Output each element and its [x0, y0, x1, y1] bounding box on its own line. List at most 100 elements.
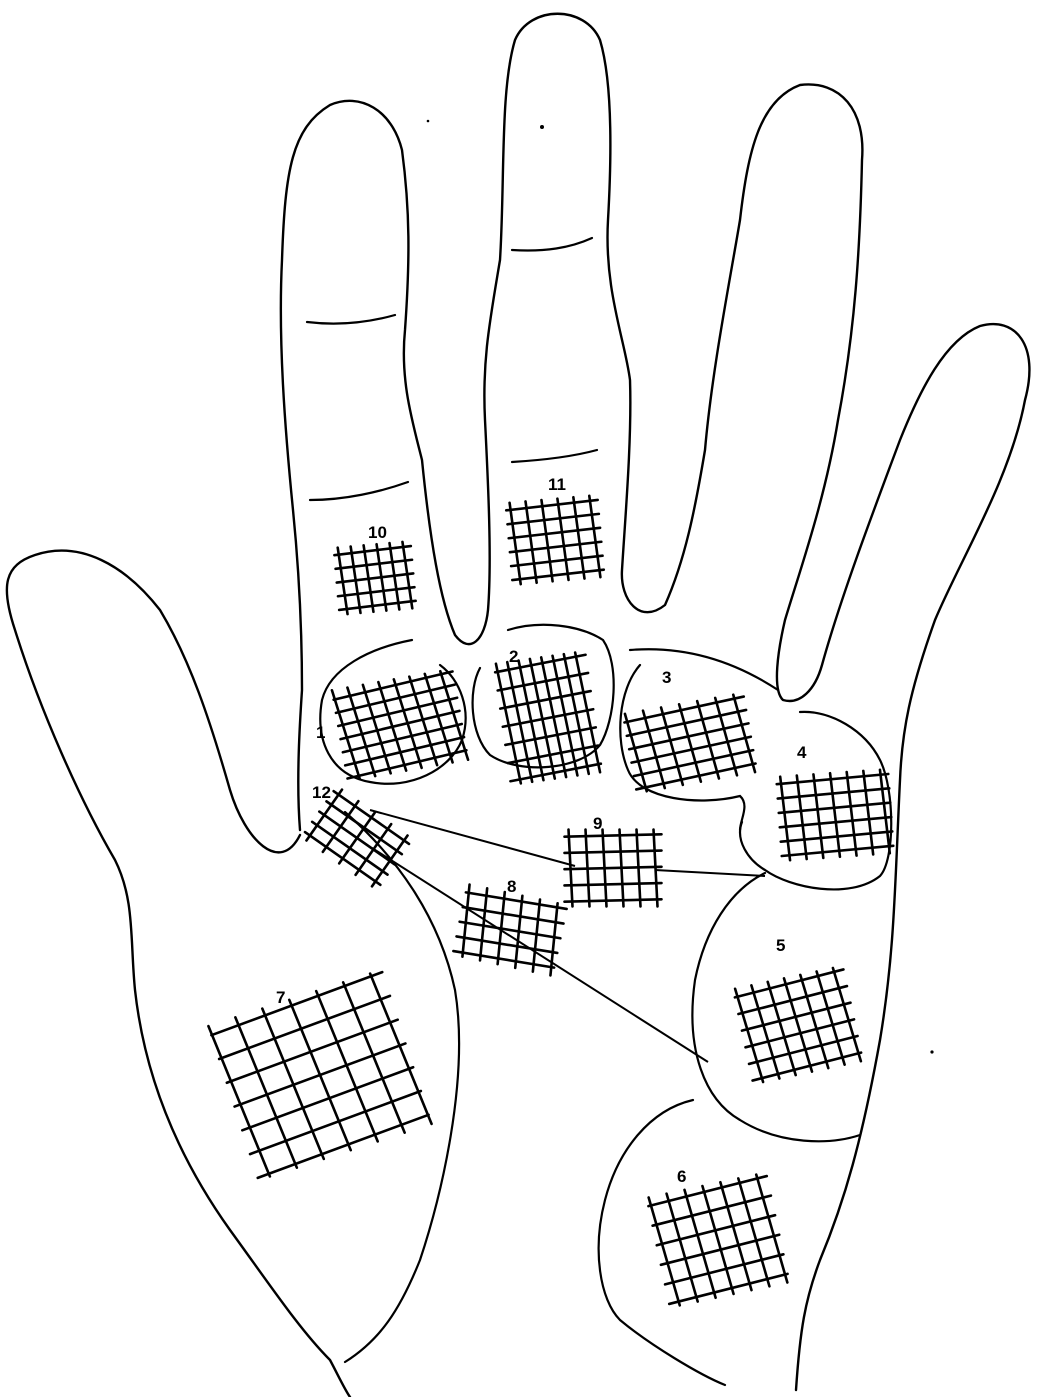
- hatch-7-horizontal-stroke: [256, 1115, 431, 1178]
- hatch-10-horizontal-stroke: [334, 546, 411, 555]
- hatch-11-horizontal-stroke: [511, 556, 603, 566]
- hatch-10-horizontal-stroke: [335, 560, 412, 569]
- label-3: 3: [662, 668, 671, 687]
- hatch-11-horizontal-stroke: [510, 542, 602, 552]
- thumb-outline: [7, 551, 350, 1397]
- hatch-6-vertical-stroke: [667, 1192, 698, 1303]
- label-10: 10: [368, 523, 387, 542]
- hatch-11-vertical-stroke: [589, 495, 600, 577]
- hatch-3-vertical-stroke: [697, 700, 719, 780]
- hatch-10-horizontal-stroke: [337, 573, 414, 582]
- hatch-3-vertical-stroke: [679, 703, 701, 783]
- hatch-11-vertical-stroke: [526, 501, 537, 583]
- label-8: 8: [507, 877, 516, 896]
- label-12: 12: [312, 783, 331, 802]
- hatch-6-vertical-stroke: [720, 1181, 751, 1292]
- hatch-3-vertical-stroke: [733, 693, 755, 773]
- hatch-5-vertical-stroke: [817, 970, 845, 1067]
- hatch-5-vertical-stroke: [833, 966, 861, 1063]
- label-7: 7: [276, 988, 285, 1007]
- hatch-9-horizontal-stroke: [565, 867, 662, 869]
- hatch-region-11: [506, 495, 605, 585]
- hatch-12-horizontal-stroke: [305, 832, 380, 885]
- hatch-region-4: [776, 769, 894, 861]
- hatch-7-horizontal-stroke: [225, 1020, 400, 1083]
- hatch-5-vertical-stroke: [735, 987, 763, 1084]
- hatch-3-vertical-stroke: [715, 697, 737, 777]
- hatch-10-horizontal-stroke: [339, 601, 416, 610]
- hand-outline: [281, 14, 1030, 1390]
- hatch-2-horizontal-stroke: [502, 709, 594, 727]
- hatch-6-vertical-stroke: [702, 1184, 733, 1295]
- hatch-7-horizontal-stroke: [240, 1067, 415, 1130]
- hatch-region-3: [623, 693, 757, 793]
- hatch-6-vertical-stroke: [756, 1173, 787, 1284]
- label-6: 6: [677, 1167, 686, 1186]
- label-5: 5: [776, 936, 785, 955]
- hatch-3-vertical-stroke: [661, 706, 683, 786]
- hatch-7-vertical-stroke: [208, 1022, 269, 1180]
- hatch-11-vertical-stroke: [541, 500, 552, 582]
- hatch-4-vertical-stroke: [813, 774, 823, 858]
- hatch-11-horizontal-stroke: [512, 570, 604, 580]
- index-crease-upper: [307, 315, 395, 324]
- hatch-7-horizontal-stroke: [248, 1091, 423, 1154]
- hatch-5-vertical-stroke: [800, 973, 828, 1070]
- hatch-region-10: [334, 541, 417, 614]
- hatch-4-vertical-stroke: [830, 773, 840, 857]
- hatch-9-horizontal-stroke: [565, 851, 662, 853]
- hatch-4-vertical-stroke: [780, 776, 790, 860]
- hatch-11-vertical-stroke: [573, 497, 584, 579]
- hatch-4-vertical-stroke: [863, 771, 873, 855]
- middle-crease-lower: [512, 450, 597, 462]
- hatch-11-horizontal-stroke: [508, 528, 600, 538]
- hatch-11-horizontal-stroke: [507, 514, 599, 524]
- hatch-12-horizontal-stroke: [319, 812, 394, 865]
- hatch-7-horizontal-stroke: [217, 996, 392, 1059]
- label-9: 9: [593, 814, 602, 833]
- hatch-5-vertical-stroke: [751, 984, 779, 1081]
- label-2: 2: [509, 647, 518, 666]
- hatch-9-horizontal-stroke: [565, 883, 662, 885]
- hatch-10-horizontal-stroke: [338, 587, 415, 596]
- hatch-11-horizontal-stroke: [506, 500, 598, 510]
- dot-middle-finger: [540, 125, 544, 129]
- hatch-region-5: [733, 966, 863, 1084]
- label-1: 1: [316, 723, 325, 742]
- hatch-region-6: [647, 1173, 790, 1308]
- hatch-7-vertical-stroke: [370, 970, 431, 1128]
- hatch-region-1: [332, 669, 468, 781]
- hatch-11-vertical-stroke: [557, 498, 568, 580]
- index-crease-lower: [310, 482, 408, 500]
- hatch-8-vertical-stroke: [455, 885, 478, 957]
- hatch-6-vertical-stroke: [649, 1196, 680, 1307]
- hatch-5-vertical-stroke: [784, 977, 812, 1074]
- hatch-1-horizontal-stroke: [339, 711, 460, 739]
- hatch-9-horizontal-stroke: [565, 899, 662, 901]
- hatch-12-horizontal-stroke: [326, 801, 401, 854]
- hatch-6-vertical-stroke: [685, 1188, 716, 1299]
- hatch-9-horizontal-stroke: [565, 834, 662, 836]
- hatch-1-horizontal-stroke: [346, 750, 467, 778]
- dot-right-margin: [930, 1050, 933, 1053]
- hatch-region-9: [565, 830, 662, 907]
- hatch-12-horizontal-stroke: [312, 822, 387, 875]
- hatch-region-7: [208, 970, 431, 1180]
- hatch-6-vertical-stroke: [738, 1177, 769, 1288]
- label-11: 11: [548, 475, 566, 494]
- hatch-5-vertical-stroke: [768, 980, 796, 1077]
- connector-9-to-4: [655, 870, 765, 876]
- hatch-7-horizontal-stroke: [209, 972, 384, 1035]
- hatch-1-horizontal-stroke: [332, 671, 453, 699]
- hatch-3-vertical-stroke: [643, 709, 665, 789]
- hatch-1-horizontal-stroke: [335, 685, 456, 713]
- hatch-11-vertical-stroke: [510, 502, 521, 584]
- hatch-4-vertical-stroke: [797, 775, 807, 859]
- connector-12-to-5: [372, 848, 708, 1062]
- middle-crease-upper: [512, 238, 592, 251]
- hatch-4-vertical-stroke: [847, 772, 857, 856]
- mound-3-outline: [620, 649, 778, 830]
- label-4: 4: [797, 743, 807, 762]
- dot-top-margin: [427, 120, 430, 123]
